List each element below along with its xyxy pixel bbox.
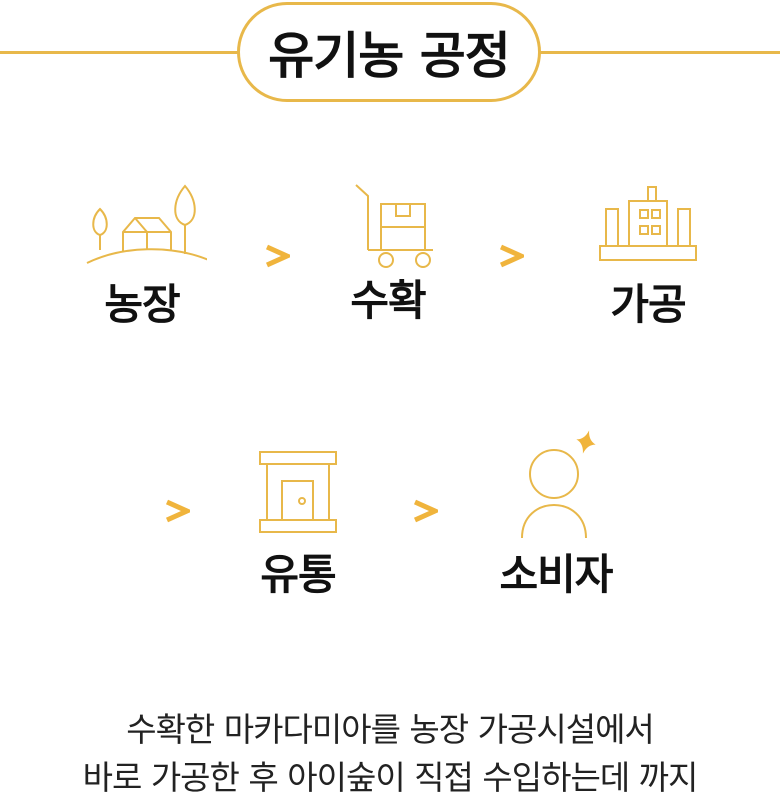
step-harvest: 수확 — [318, 180, 458, 322]
step-label-processing: 가공 — [610, 280, 686, 329]
step-distribution: 유통 — [228, 450, 368, 596]
arrow-right-icon — [499, 244, 524, 268]
step-label-farm: 농장 — [104, 280, 180, 329]
farm-icon — [86, 184, 207, 264]
hand-truck-icon — [355, 184, 433, 268]
title-divider-left — [0, 51, 240, 54]
step-consumer: 소비자 — [486, 424, 626, 596]
title-badge: 유기농 공정 — [237, 2, 541, 102]
arrow-right-icon — [413, 499, 438, 523]
storefront-door-icon — [259, 451, 337, 533]
arrow-right-icon — [165, 499, 190, 523]
description: 수확한 마카다미아를 농장 가공시설에서 바로 가공한 후 아이숲이 직접 수입… — [0, 706, 780, 802]
page-title: 유기농 공정 — [268, 27, 510, 85]
arrow-right-icon — [265, 244, 290, 268]
description-line-1: 수확한 마카다미아를 농장 가공시설에서 — [126, 710, 655, 749]
step-farm: 농장 — [72, 180, 212, 326]
description-line-2: 바로 가공한 후 아이숲이 직접 수입하는데 까지 — [82, 758, 699, 797]
person-sparkle-icon — [521, 430, 596, 539]
step-processing: 가공 — [578, 180, 718, 326]
step-label-harvest: 수확 — [350, 276, 426, 325]
step-label-consumer: 소비자 — [499, 550, 614, 599]
factory-building-icon — [599, 186, 697, 261]
title-divider-right — [540, 51, 780, 54]
step-label-distribution: 유통 — [260, 550, 336, 599]
